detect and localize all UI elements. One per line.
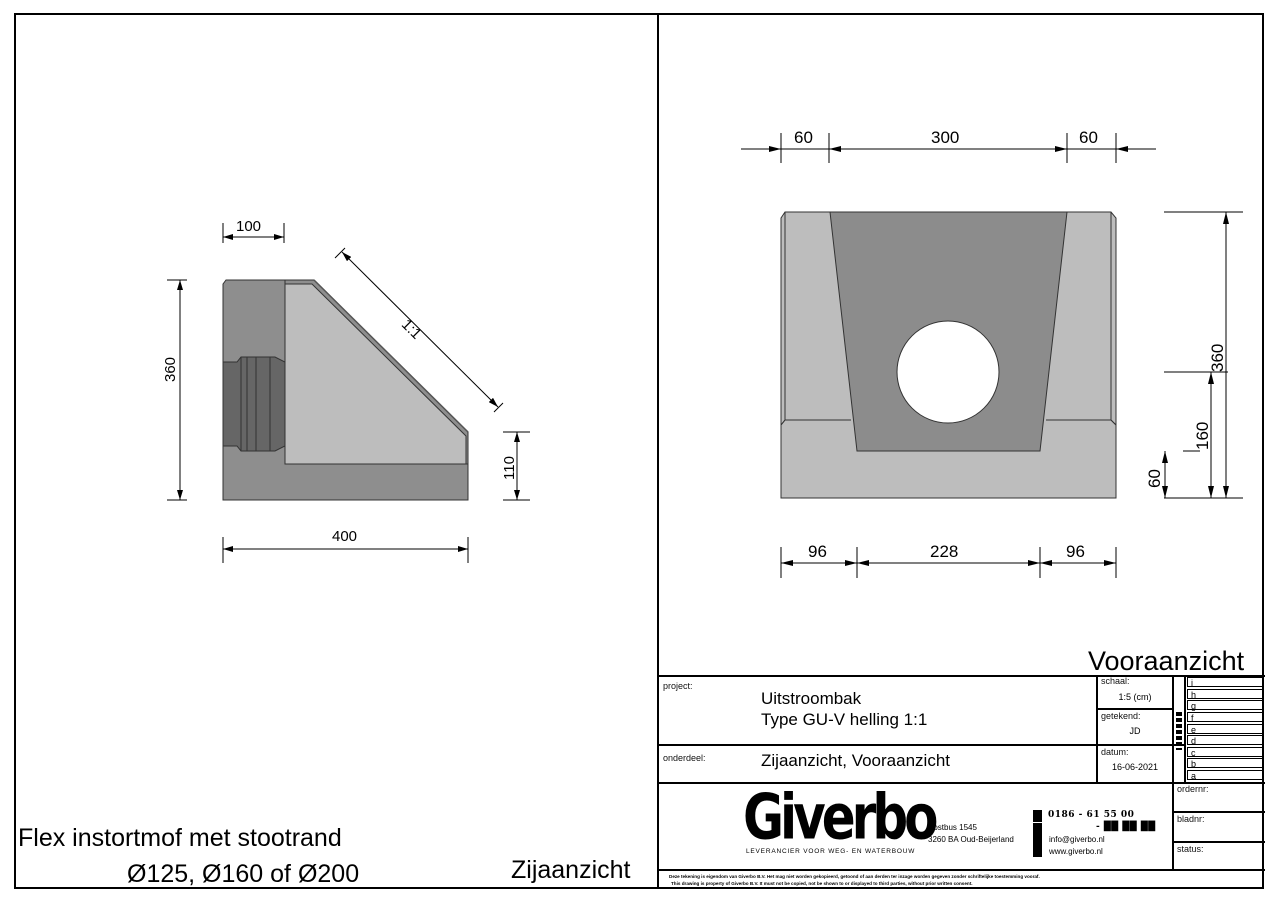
- datum-label: datum:: [1101, 747, 1129, 757]
- dim-label-height: 360: [162, 356, 179, 382]
- dimension-bottom-row: [780, 547, 1117, 578]
- onderdeel-value: Zijaanzicht, Vooraanzicht: [761, 751, 950, 770]
- dim-label-bottom-left: 96: [808, 542, 827, 561]
- company-tagline: LEVERANCIER VOOR WEG- EN WATERBOUW: [746, 848, 916, 855]
- status-label: status:: [1177, 844, 1204, 854]
- pipe-sleeve: [222, 356, 286, 452]
- dim-label-base-width: 400: [332, 528, 358, 545]
- schaal-value: 1:5 (cm): [1118, 692, 1152, 702]
- info-icon: [1033, 823, 1042, 857]
- phone-number: 0186 - 61 55 00: [1048, 810, 1135, 820]
- dim-label-hole-center: 160: [1193, 421, 1212, 450]
- dim-label-top-center: 300: [931, 128, 960, 147]
- title-block-col-1: [1096, 675, 1098, 783]
- title-block-col-2: [1172, 675, 1174, 870]
- dimension-slope: [334, 247, 504, 413]
- website: www.giverbo.nl: [1049, 847, 1103, 856]
- title-block-ordernr-line: [1172, 811, 1265, 813]
- dim-label-top-left: 60: [794, 128, 813, 147]
- dim-label-top-width: 100: [236, 218, 262, 235]
- address-line1: Postbus 1545: [928, 823, 977, 832]
- sheet-divider: [657, 13, 659, 889]
- disclaimer-en: This drawing is property of Giverbo B.V.…: [671, 881, 973, 886]
- revision-row: h: [1187, 689, 1263, 700]
- email: info@giverbo.nl: [1049, 835, 1105, 844]
- revision-row: g: [1187, 700, 1263, 711]
- sleeve-note-line1: Flex instortmof met stootrand: [18, 824, 342, 852]
- phone-icon: [1033, 810, 1042, 822]
- title-block-schaal-line: [1096, 708, 1173, 710]
- revision-stamp-mark: [1176, 712, 1182, 750]
- revision-row: e: [1187, 724, 1263, 735]
- revision-row: a: [1187, 770, 1263, 781]
- dimension-right-column: [1162, 211, 1243, 499]
- revision-row: i: [1187, 677, 1263, 688]
- dimension-toe-height: [503, 431, 530, 501]
- front-view-title: Vooraanzicht: [1088, 646, 1245, 676]
- outlet-hole: [896, 320, 1000, 424]
- revision-row: b: [1187, 758, 1263, 769]
- getekend-label: getekend:: [1101, 711, 1141, 721]
- dimension-base-width: [222, 537, 469, 563]
- sleeve-note-line2: Ø125, Ø160 of Ø200: [127, 860, 360, 888]
- dimension-top-row: [741, 133, 1156, 163]
- title-block-top-line: [658, 675, 1265, 677]
- fax-number: - ██ ██ ██: [1096, 822, 1156, 832]
- revision-row: f: [1187, 712, 1263, 723]
- disclaimer-nl: Deze tekening is eigendom van Giverbo B.…: [669, 874, 1040, 879]
- dim-label-total-height: 360: [1208, 343, 1227, 372]
- project-label: project:: [663, 681, 693, 691]
- dimension-height: [167, 279, 187, 501]
- project-name: Uitstroombak: [761, 689, 862, 708]
- side-view-drawing: [167, 223, 530, 563]
- bladnr-label: bladnr:: [1177, 814, 1205, 824]
- drawing-frame: [14, 13, 1264, 889]
- title-block-line-3: [658, 782, 1265, 784]
- dim-label-floor-height: 60: [1145, 469, 1164, 488]
- side-view-title: Zijaanzicht: [511, 856, 631, 884]
- address-line2: 3260 BA Oud-Beijerland: [928, 835, 1014, 844]
- revision-row: c: [1187, 747, 1263, 758]
- title-block-line-2: [658, 744, 1184, 746]
- dimension-top-width: [222, 223, 285, 243]
- revision-row: d: [1187, 735, 1263, 746]
- title-block-col-3: [1184, 675, 1186, 783]
- dim-label-top-right: 60: [1079, 128, 1098, 147]
- getekend-value: JD: [1129, 726, 1141, 736]
- dim-label-bottom-center: 228: [930, 542, 959, 561]
- title-block-bladnr-line: [1172, 841, 1265, 843]
- project-subtitle: Type GU-V helling 1:1: [761, 710, 928, 729]
- title-block-line-4: [658, 869, 1265, 871]
- front-view-drawing: [741, 133, 1243, 578]
- datum-value: 16-06-2021: [1111, 762, 1159, 772]
- dim-label-toe-height: 110: [501, 456, 518, 480]
- schaal-label: schaal:: [1101, 676, 1130, 686]
- front-view-body: [780, 211, 1117, 499]
- giverbo-logo: Giverbo: [743, 781, 938, 854]
- dim-label-bottom-right: 96: [1066, 542, 1085, 561]
- ordernr-label: ordernr:: [1177, 784, 1209, 794]
- onderdeel-label: onderdeel:: [663, 753, 706, 763]
